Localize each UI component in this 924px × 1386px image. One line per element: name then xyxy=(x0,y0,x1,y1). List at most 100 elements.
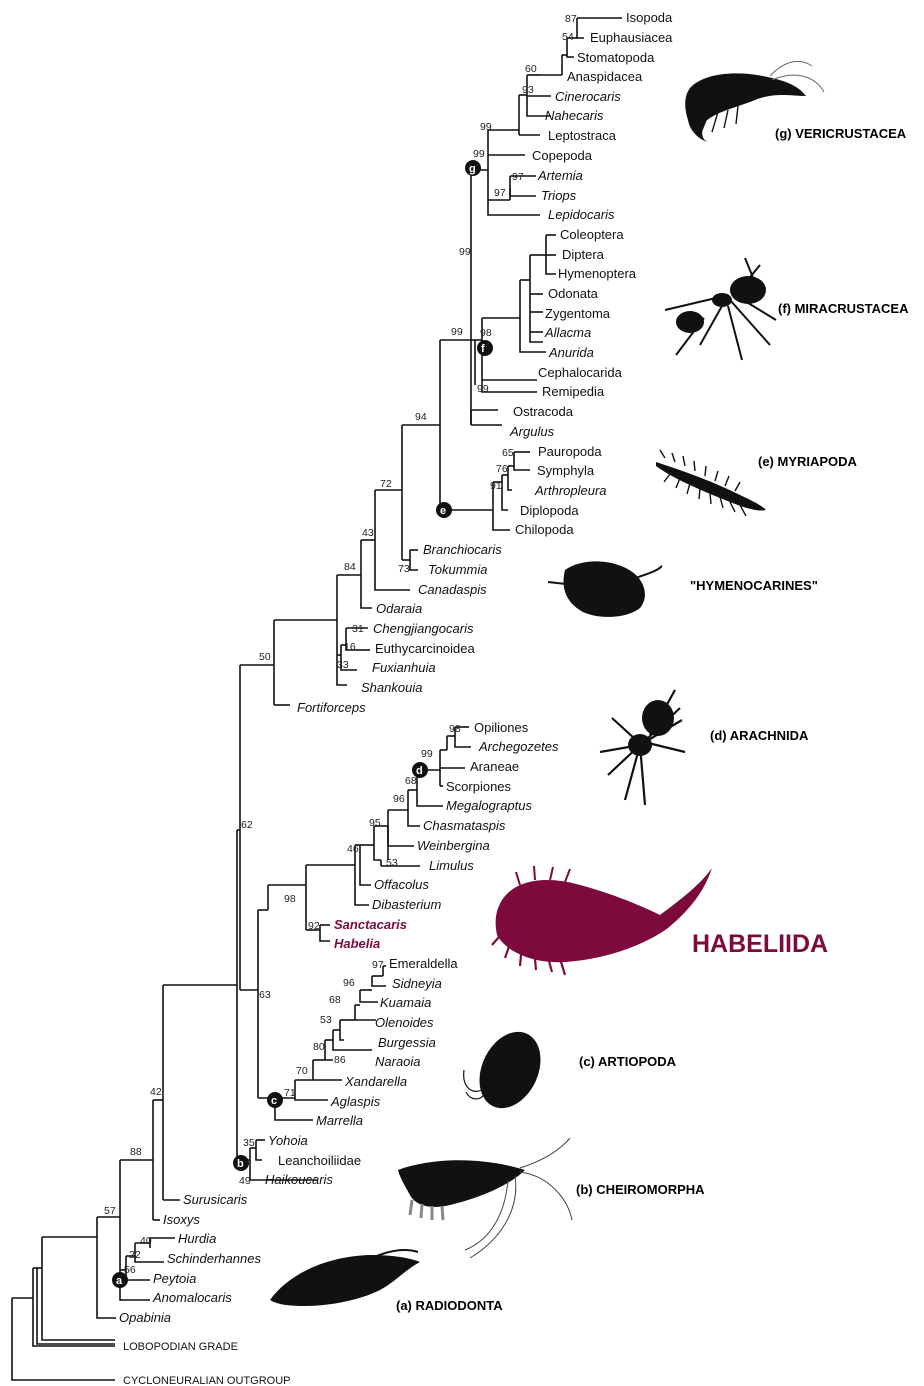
taxon-label: Copepoda xyxy=(532,148,593,163)
taxon-label: Marrella xyxy=(316,1113,363,1128)
clade-label: (f) MIRACRUSTACEA xyxy=(778,301,909,316)
support-value: 99 xyxy=(477,383,489,395)
taxon-label: Odaraia xyxy=(376,601,422,616)
support-value: 93 xyxy=(522,84,534,96)
taxon-label: Cinerocaris xyxy=(555,89,621,104)
taxon-label: Coleoptera xyxy=(560,227,624,242)
spider-icon xyxy=(600,690,685,805)
taxon-label: Allacma xyxy=(544,325,591,340)
taxon-label: Archegozetes xyxy=(478,739,559,754)
node-b: b xyxy=(237,1158,244,1170)
taxon-label: Euphausiacea xyxy=(590,30,673,45)
taxon-label: Emeraldella xyxy=(389,956,458,971)
support-value: 49 xyxy=(239,1175,251,1187)
taxon-label: Anaspidacea xyxy=(567,69,643,84)
support-value: 88 xyxy=(130,1146,142,1158)
taxon-labels: Isopoda Euphausiacea Stomatopoda Anaspid… xyxy=(119,10,673,1386)
taxon-label: Fortiforceps xyxy=(297,700,366,715)
clade-label-highlight: HABELIIDA xyxy=(692,930,828,958)
hymenocarine-icon xyxy=(548,561,662,617)
clade-label: (c) ARTIOPODA xyxy=(579,1054,677,1069)
taxon-label: Aglaspis xyxy=(330,1094,381,1109)
support-value: 86 xyxy=(334,1054,346,1066)
taxon-label: Chasmataspis xyxy=(423,818,506,833)
support-value: 40 xyxy=(140,1235,152,1247)
taxon-label-highlight: Sanctacaris xyxy=(334,917,407,932)
support-value: 99 xyxy=(480,121,492,133)
taxon-label: Anomalocaris xyxy=(152,1290,232,1305)
habelia-icon xyxy=(492,866,712,975)
support-value: 99 xyxy=(451,326,463,338)
support-value: 97 xyxy=(372,959,384,971)
support-value: 16 xyxy=(344,641,356,653)
support-value: 71 xyxy=(284,1087,296,1099)
taxon-label: Peytoia xyxy=(153,1271,196,1286)
taxon-label: CYCLONEURALIAN OUTGROUP xyxy=(123,1375,290,1386)
taxon-label: Pauropoda xyxy=(538,444,602,459)
support-value: 53 xyxy=(320,1014,332,1026)
support-value: 63 xyxy=(259,989,271,1001)
support-value: 99 xyxy=(459,246,471,258)
taxon-label: Nahecaris xyxy=(545,108,604,123)
taxon-label: Dibasterium xyxy=(372,897,442,912)
support-value: 72 xyxy=(380,478,392,490)
taxon-label: Olenoides xyxy=(375,1015,434,1030)
taxon-label: Stomatopoda xyxy=(577,50,655,65)
taxon-label: Shankouia xyxy=(361,680,422,695)
taxon-label: Leptostraca xyxy=(548,128,617,143)
support-value: 68 xyxy=(329,994,341,1006)
taxon-label: Remipedia xyxy=(542,384,605,399)
support-value: 99 xyxy=(421,748,433,760)
ant-icon xyxy=(665,258,776,360)
node-d: d xyxy=(416,765,423,777)
support-value: 43 xyxy=(362,527,374,539)
support-value: 97 xyxy=(512,171,524,183)
support-value: 96 xyxy=(343,977,355,989)
centipede-icon xyxy=(656,450,766,516)
taxon-label: Limulus xyxy=(429,858,474,873)
support-value: 33 xyxy=(337,659,349,671)
taxon-label: LOBOPODIAN GRADE xyxy=(123,1341,238,1353)
taxon-label: Araneae xyxy=(470,759,519,774)
taxon-label: Symphyla xyxy=(537,463,595,478)
support-value: 70 xyxy=(296,1065,308,1077)
taxon-label: Leanchoiliidae xyxy=(278,1153,361,1168)
taxon-label: Scorpiones xyxy=(446,779,512,794)
support-value: 98 xyxy=(480,327,492,339)
support-value: 53 xyxy=(386,857,398,869)
support-value: 76 xyxy=(496,463,508,475)
support-value: 99 xyxy=(473,148,485,160)
taxon-label: Offacolus xyxy=(374,877,429,892)
taxon-label: Ostracoda xyxy=(513,404,574,419)
node-g: g xyxy=(469,163,476,175)
taxon-label: Isopoda xyxy=(626,10,673,25)
support-value: 50 xyxy=(259,651,271,663)
support-value: 96 xyxy=(393,793,405,805)
taxon-label: Triops xyxy=(541,188,577,203)
support-value: 98 xyxy=(449,723,461,735)
support-value: 80 xyxy=(313,1041,325,1053)
taxon-label: Kuamaia xyxy=(380,995,431,1010)
taxon-label: Euthycarcinoidea xyxy=(375,641,475,656)
taxon-label: Diplopoda xyxy=(520,503,579,518)
support-value: 73 xyxy=(398,563,410,575)
taxon-label: Haikoucaris xyxy=(265,1172,333,1187)
support-value: 68 xyxy=(405,775,417,787)
taxon-label: Opiliones xyxy=(474,720,529,735)
taxon-label: Schinderhannes xyxy=(167,1251,261,1266)
node-markers: a b c d e f g xyxy=(112,160,493,1288)
support-value: 65 xyxy=(502,447,514,459)
taxon-label: Odonata xyxy=(548,286,599,301)
taxon-label: Opabinia xyxy=(119,1310,171,1325)
taxon-label: Xandarella xyxy=(344,1074,407,1089)
support-value: 42 xyxy=(150,1086,162,1098)
taxon-label: Chilopoda xyxy=(515,522,574,537)
taxon-label: Naraoia xyxy=(375,1054,421,1069)
support-value: 46 xyxy=(347,843,359,855)
support-value: 87 xyxy=(565,13,577,25)
support-value: 97 xyxy=(494,187,506,199)
clade-label: "HYMENOCARINES" xyxy=(690,578,818,593)
taxon-label: Argulus xyxy=(509,424,555,439)
taxon-label: Tokummia xyxy=(428,562,487,577)
taxon-label: Lepidocaris xyxy=(548,207,615,222)
